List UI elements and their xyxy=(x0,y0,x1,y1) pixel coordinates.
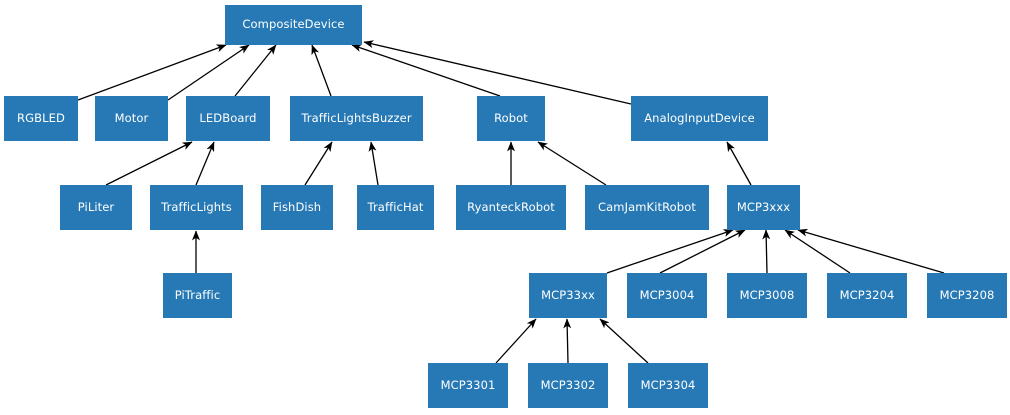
edge-mcp3302-to-mcp33xx xyxy=(563,318,572,364)
edge-motor-to-compositedevice xyxy=(167,44,250,101)
edge-traffichat-to-trafficlightsbuzzer xyxy=(368,141,379,186)
edge-mcp3004-to-mcp3xxx xyxy=(659,229,746,274)
class-node-fishdish[interactable]: FishDish xyxy=(261,185,333,230)
class-node-mcp3208[interactable]: MCP3208 xyxy=(927,273,1007,318)
edge-mcp3304-to-mcp33xx xyxy=(599,318,649,364)
class-node-mcp3302[interactable]: MCP3302 xyxy=(528,363,608,408)
class-node-mcp33xx[interactable]: MCP33xx xyxy=(529,273,607,318)
edge-mcp3008-to-mcp3xxx xyxy=(762,229,771,274)
edge-trafficlights-to-ledboard xyxy=(195,141,215,186)
edge-mcp3208-to-mcp3xxx xyxy=(797,228,945,274)
class-node-mcp3008[interactable]: MCP3008 xyxy=(727,273,807,318)
class-node-analoginputdevice[interactable]: AnalogInputDevice xyxy=(631,96,768,141)
class-node-ryanteckrobot[interactable]: RyanteckRobot xyxy=(456,185,566,230)
edge-mcp3204-to-mcp3xxx xyxy=(784,229,851,274)
class-node-rgbled[interactable]: RGBLED xyxy=(4,96,78,141)
class-node-mcp3304[interactable]: MCP3304 xyxy=(628,363,708,408)
class-node-motor[interactable]: Motor xyxy=(95,96,168,141)
edge-rgbled-to-compositedevice xyxy=(77,44,227,101)
edge-camjamkitrobot-to-robot xyxy=(537,141,607,186)
edge-mcp33xx-to-mcp3xxx xyxy=(606,229,734,274)
class-node-mcp3004[interactable]: MCP3004 xyxy=(627,273,707,318)
class-node-mcp3xxx[interactable]: MCP3xxx xyxy=(727,185,800,230)
edge-mcp3xxx-to-analoginputdevice xyxy=(726,141,752,186)
edge-piliter-to-ledboard xyxy=(105,141,193,186)
edge-robot-to-compositedevice xyxy=(351,44,501,97)
edge-analoginputdevice-to-compositedevice xyxy=(363,40,632,105)
class-node-mcp3204[interactable]: MCP3204 xyxy=(827,273,907,318)
class-node-pitraffic[interactable]: PiTraffic xyxy=(163,273,232,318)
class-node-camjamkitrobot[interactable]: CamJamKitRobot xyxy=(585,185,709,230)
class-node-trafficlightsbuzzer[interactable]: TrafficLightsBuzzer xyxy=(290,96,423,141)
class-node-trafficlights[interactable]: TrafficLights xyxy=(150,185,243,230)
class-node-compositedevice[interactable]: CompositeDevice xyxy=(225,5,362,45)
edge-trafficlightsbuzzer-to-compositedevice xyxy=(311,44,332,97)
class-node-traffichat[interactable]: TrafficHat xyxy=(357,185,434,230)
class-node-piliter[interactable]: PiLiter xyxy=(60,185,132,230)
edge-mcp3301-to-mcp33xx xyxy=(495,318,537,364)
edge-fishdish-to-trafficlightsbuzzer xyxy=(304,141,333,186)
edge-ledboard-to-compositedevice xyxy=(234,44,277,97)
class-node-ledboard[interactable]: LEDBoard xyxy=(186,96,270,141)
class-node-robot[interactable]: Robot xyxy=(477,96,545,141)
class-node-mcp3301[interactable]: MCP3301 xyxy=(428,363,508,408)
